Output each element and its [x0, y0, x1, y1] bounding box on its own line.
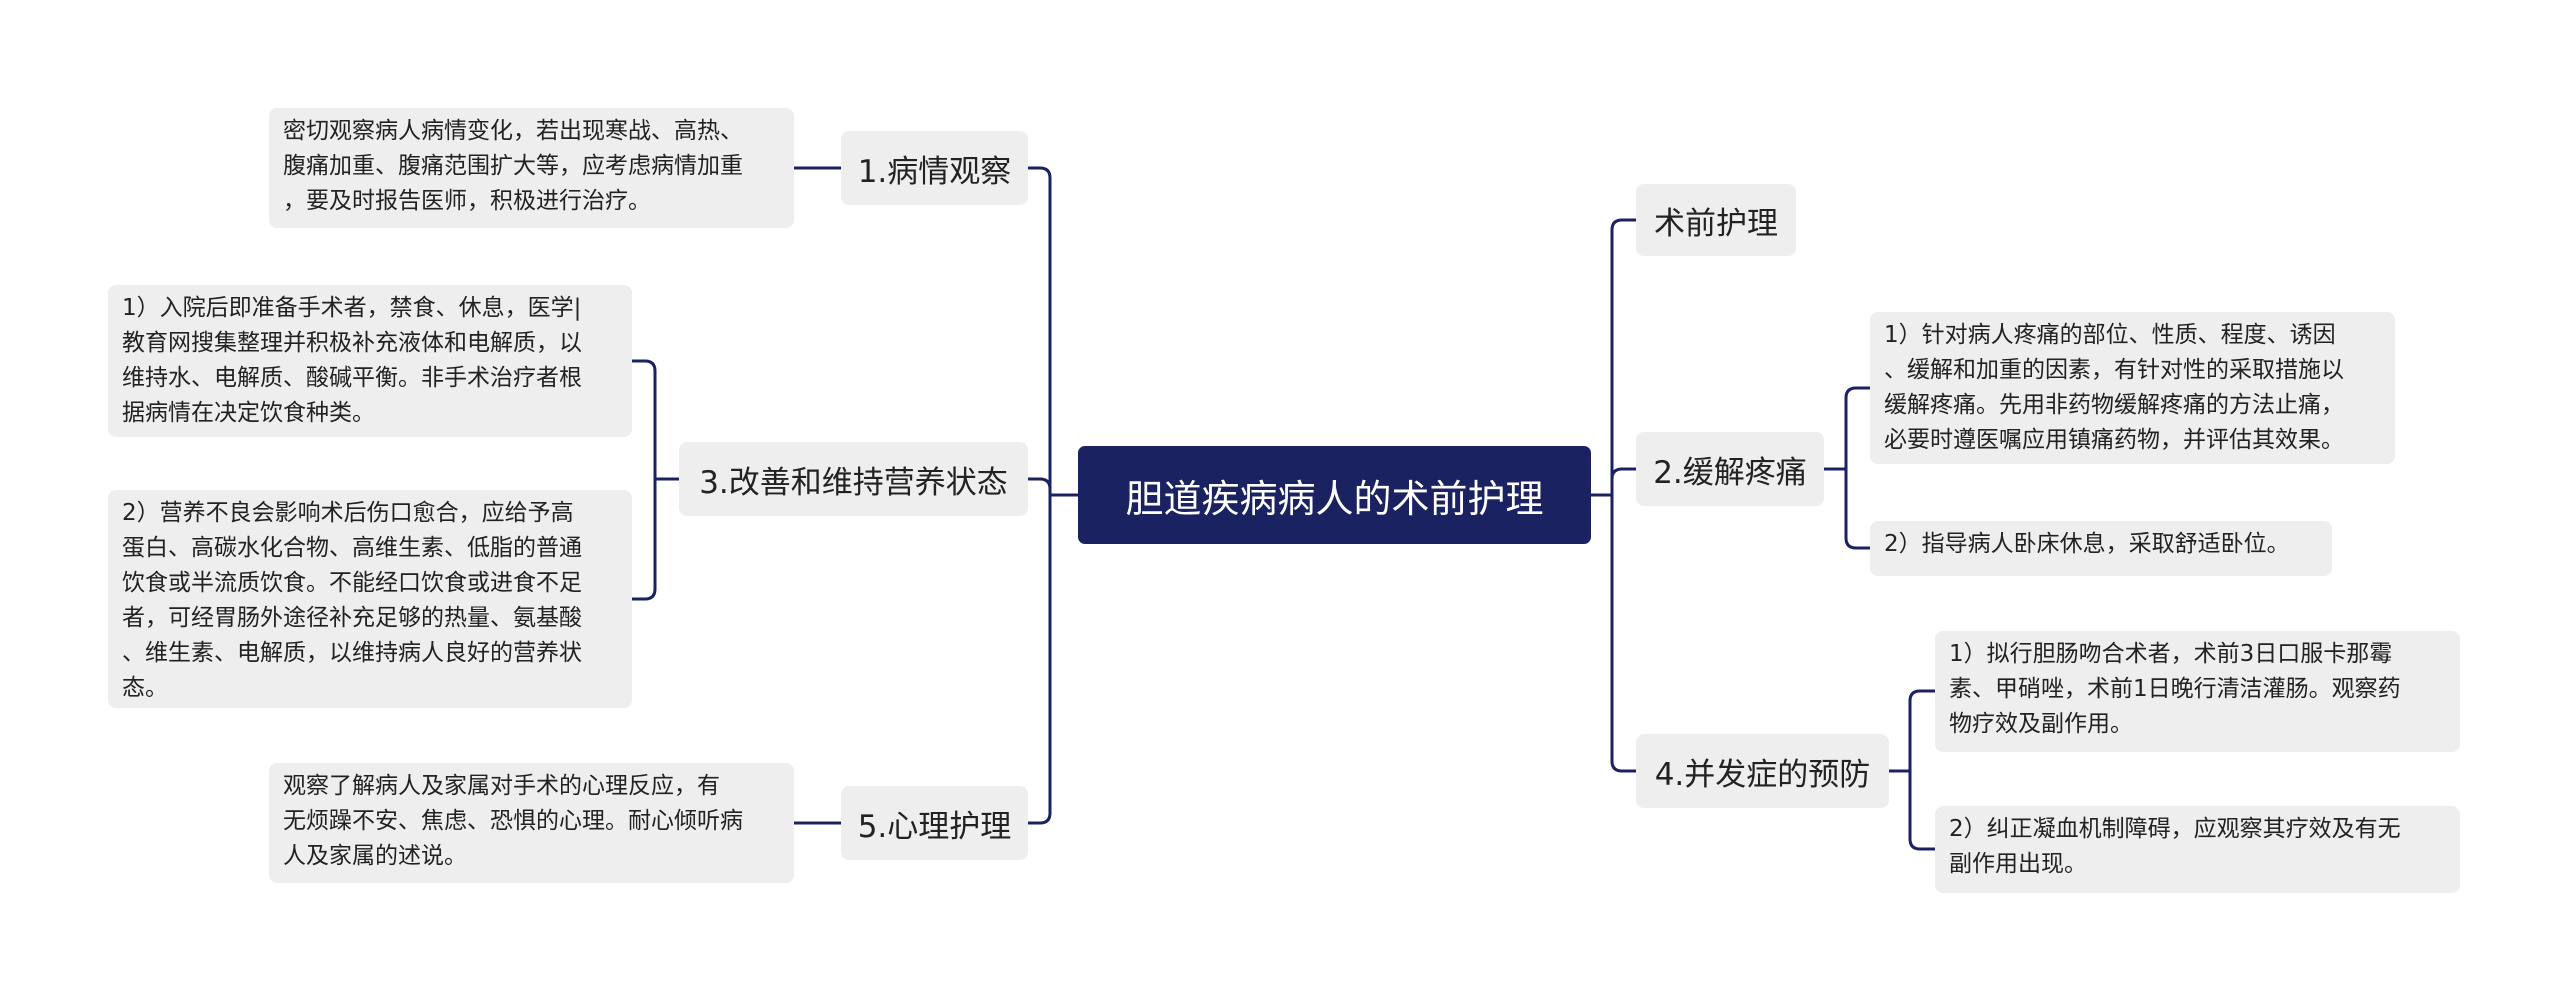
- topic-pain-relief[interactable]: 2.缓解疼痛: [1636, 432, 1824, 506]
- link-to-pain-relief: [1610, 467, 1638, 497]
- link-to-preoperative-care: [1610, 218, 1638, 497]
- detail-pain-relief-1[interactable]: 1）针对病人疼痛的部位、性质、程度、诱因 、缓解和加重的因素，有针对性的采取措施…: [1870, 312, 2395, 464]
- link-pain-detail-1: [1844, 386, 1872, 471]
- topic-preoperative-care[interactable]: 术前护理: [1636, 184, 1796, 256]
- detail-complication-prevention-1[interactable]: 1）拟行胆肠吻合术者，术前3日口服卡那霉 素、甲硝唑，术前1日晚行清洁灌肠。观察…: [1935, 631, 2460, 752]
- detail-pain-relief-2[interactable]: 2）指导病人卧床休息，采取舒适卧位。: [1870, 521, 2332, 576]
- detail-condition-observation[interactable]: 密切观察病人病情变化，若出现寒战、高热、 腹痛加重、腹痛范围扩大等，应考虑病情加…: [269, 108, 794, 228]
- link-to-complication-prevention: [1610, 493, 1638, 773]
- link-to-psychological-care: [1026, 493, 1052, 825]
- link-to-nutrition: [1026, 477, 1052, 497]
- detail-nutrition-2[interactable]: 2）营养不良会影响术后伤口愈合，应给予高 蛋白、高碳水化合物、高维生素、低脂的普…: [108, 490, 632, 708]
- link-nutrition-detail-1: [630, 359, 657, 481]
- detail-psychological-care[interactable]: 观察了解病人及家属对手术的心理反应，有 无烦躁不安、焦虑、恐惧的心理。耐心倾听病…: [269, 763, 794, 883]
- link-complication-detail-2: [1908, 769, 1937, 851]
- link-nutrition-detail-2: [630, 477, 657, 601]
- link-to-condition-observation: [1026, 166, 1052, 497]
- detail-complication-prevention-2[interactable]: 2）纠正凝血机制障碍，应观察其疗效及有无 副作用出现。: [1935, 806, 2460, 893]
- link-pain-detail-2: [1844, 467, 1872, 550]
- topic-nutrition[interactable]: 3.改善和维持营养状态: [679, 442, 1028, 516]
- topic-psychological-care[interactable]: 5.心理护理: [841, 786, 1028, 860]
- link-complication-detail-1: [1908, 689, 1937, 773]
- topic-condition-observation[interactable]: 1.病情观察: [841, 131, 1028, 205]
- topic-complication-prevention[interactable]: 4.并发症的预防: [1636, 734, 1889, 808]
- detail-nutrition-1[interactable]: 1）入院后即准备手术者，禁食、休息，医学| 教育网搜集整理并积极补充液体和电解质…: [108, 285, 632, 437]
- root-topic[interactable]: 胆道疾病病人的术前护理: [1078, 446, 1591, 544]
